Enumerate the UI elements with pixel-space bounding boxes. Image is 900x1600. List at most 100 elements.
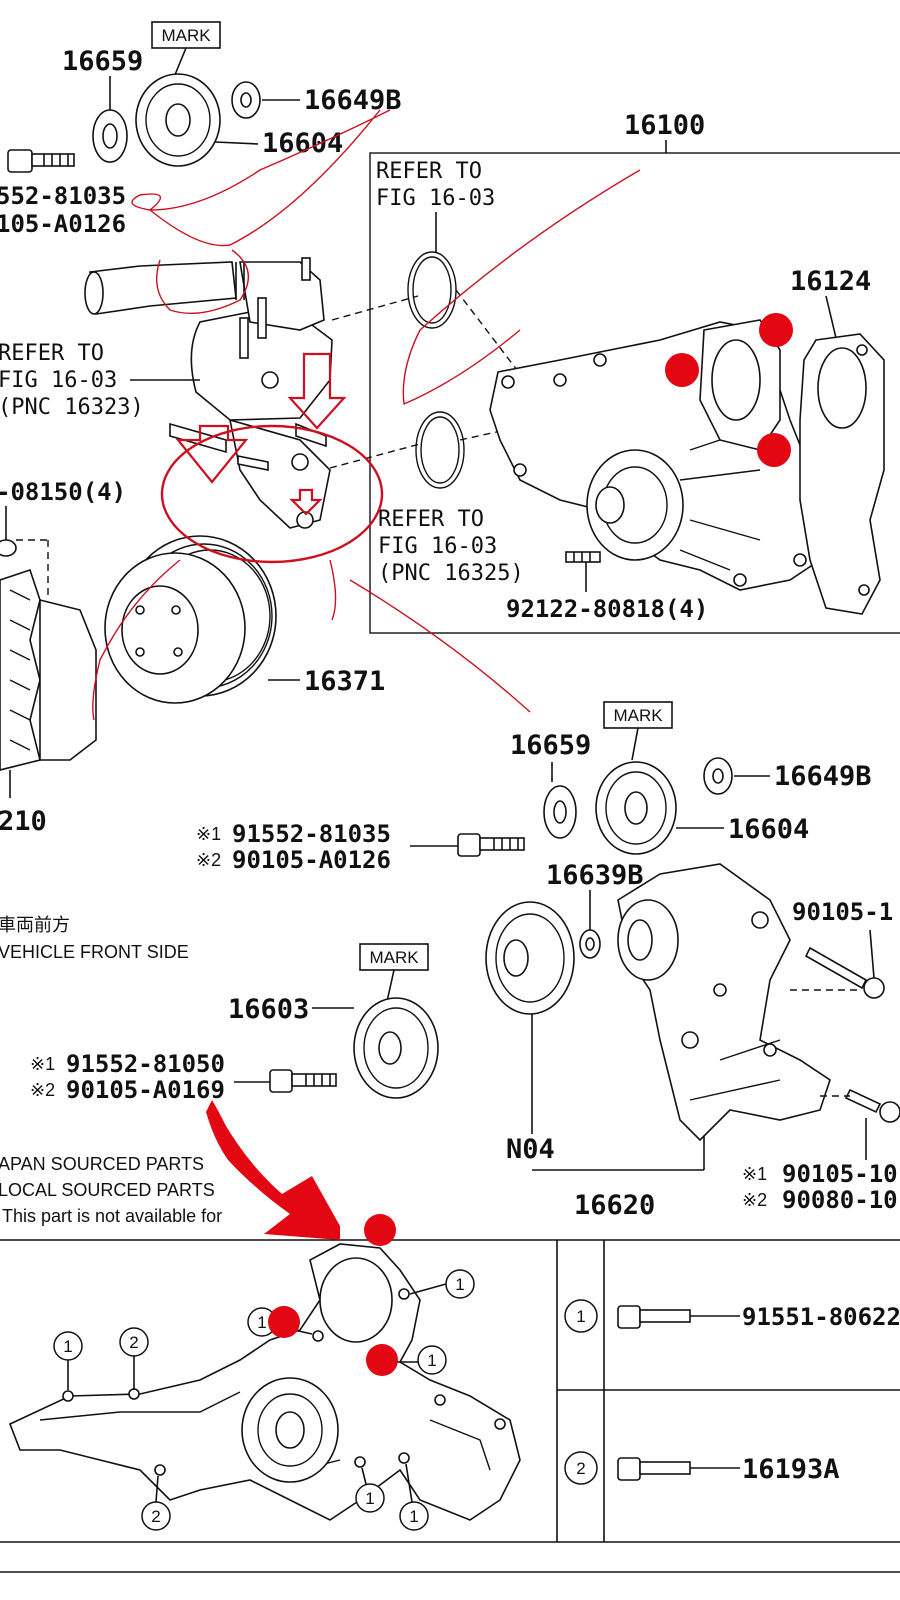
- bolt-top-left: [7, 149, 75, 173]
- part-label-210: 210: [0, 806, 47, 837]
- svg-text:1: 1: [257, 1313, 266, 1332]
- svg-text:2: 2: [129, 1333, 138, 1352]
- bolt-91551: [617, 1305, 691, 1329]
- table-part-16193a: 16193A: [742, 1454, 840, 1485]
- table-row: 1 91551-80622: [564, 1299, 900, 1333]
- washer-16659-top: [92, 109, 128, 163]
- part-label-16649b-mid: 16649B: [774, 761, 872, 792]
- water-pump-body: [489, 319, 831, 591]
- callout-1: 1: [53, 1331, 83, 1390]
- refer-left-line-3: (PNC 16323): [0, 395, 144, 420]
- nut-label-left: -08150(4): [0, 478, 126, 506]
- svg-text:2: 2: [151, 1507, 160, 1526]
- svg-text:1: 1: [63, 1337, 72, 1356]
- mark-label-mid: MARK: [603, 701, 673, 761]
- bolt-label-br-1: 90105-10: [782, 1160, 898, 1188]
- refer-left-line-1: REFER TO: [0, 341, 104, 366]
- part-label-16620: 16620: [574, 1190, 655, 1221]
- water-inlet-housing: [84, 257, 333, 529]
- red-big-arrow: [206, 1100, 340, 1240]
- ref1-br: ※1: [742, 1164, 767, 1184]
- red-circle-highlight: [160, 424, 384, 564]
- ref1-mid: ※1: [196, 824, 221, 844]
- svg-text:MARK: MARK: [161, 26, 211, 45]
- red-arrow-down-3: [289, 488, 323, 516]
- washer-16639b: [579, 929, 601, 959]
- mark-label-low: MARK: [359, 943, 429, 1007]
- red-handwritten-scribble: [92, 109, 641, 721]
- water-pump-gasket-outline: [8, 1243, 521, 1521]
- refer-1-line-1: REFER TO: [376, 159, 482, 184]
- svg-text:1: 1: [427, 1351, 436, 1370]
- part-label-16659-top: 16659: [62, 46, 143, 77]
- refer-1-line-2: FIG 16-03: [376, 186, 495, 211]
- svg-text:MARK: MARK: [369, 948, 419, 967]
- part-label-16604-mid: 16604: [728, 814, 809, 845]
- refer-2-line-3: (PNC 16325): [378, 561, 524, 586]
- bolt-label-top-1: 552-81035: [0, 182, 126, 210]
- nut-left: [0, 539, 17, 557]
- legend-not-available: This part is not available for: [2, 1206, 222, 1226]
- ref2-br: ※2: [742, 1190, 767, 1210]
- stud-92122: [565, 551, 601, 592]
- bolt-label-top-2: 105-A0126: [0, 210, 126, 238]
- callout-1: 1: [409, 1269, 475, 1299]
- part-label-16604-top: 16604: [262, 128, 343, 159]
- washer-16659-mid: [543, 785, 577, 839]
- svg-text:1: 1: [409, 1507, 418, 1526]
- ref2-mid: ※2: [196, 850, 221, 870]
- red-dot: [757, 433, 791, 467]
- svg-text:2: 2: [576, 1459, 585, 1478]
- idler-pulley-16604-mid: [595, 761, 677, 855]
- part-label-16659-mid: 16659: [510, 730, 591, 761]
- red-arrow-down-2: [175, 424, 249, 484]
- callout-2: 2: [119, 1327, 149, 1390]
- part-label-16639b: 16639B: [546, 860, 644, 891]
- idler-pulley-n04: [485, 901, 575, 1015]
- washer-16649b-top: [231, 81, 261, 119]
- part-label-16603: 16603: [228, 994, 309, 1025]
- bolt-mid: [457, 833, 525, 857]
- gasket-16124: [799, 333, 885, 615]
- part-label-16124: 16124: [790, 266, 871, 297]
- callout-2: 2: [141, 1475, 171, 1531]
- water-pump-assembly-box: [369, 152, 900, 634]
- o-ring-lower: [415, 411, 465, 489]
- bolt-label-mid-1: 91552-81035: [232, 820, 391, 848]
- red-dot: [366, 1344, 398, 1376]
- washer-16649b-mid: [703, 757, 733, 795]
- bolt-label-low-2: 90105-A0169: [66, 1076, 225, 1104]
- callout-1: 1: [355, 1467, 385, 1513]
- red-arrow-down-1: [287, 352, 347, 430]
- bolt-label-br-2: 90080-10: [782, 1186, 898, 1214]
- idler-pulley-16603: [353, 997, 439, 1099]
- bolt-right-bottom: [844, 1088, 900, 1123]
- vehicle-front-label: VEHICLE FRONT SIDE: [0, 942, 189, 962]
- bolt-16193a: [617, 1457, 691, 1481]
- idler-pulley-16604-top: [135, 73, 221, 167]
- svg-text:1: 1: [455, 1275, 464, 1294]
- bolt-label-mid-2: 90105-A0126: [232, 846, 391, 874]
- vehicle-front-jp: 車両前方: [0, 915, 70, 935]
- svg-text:1: 1: [576, 1307, 585, 1326]
- pulley-16371: [104, 535, 277, 704]
- part-label-16649b-top: 16649B: [304, 85, 402, 116]
- bolt-label-right-top: 90105-1: [792, 898, 893, 926]
- fan-clutch: [0, 568, 97, 771]
- ref2-low: ※2: [30, 1080, 55, 1100]
- legend-local-sourced: LOCAL SOURCED PARTS: [0, 1180, 215, 1200]
- red-dot: [665, 353, 699, 387]
- bolt-label-low-1: 91552-81050: [66, 1050, 225, 1078]
- refer-2-line-2: FIG 16-03: [378, 534, 497, 559]
- legend-japan-sourced: APAN SOURCED PARTS: [0, 1154, 204, 1174]
- mark-label-top: MARK: [151, 21, 221, 83]
- callout-1: 1: [399, 1463, 429, 1531]
- refer-2-line-1: REFER TO: [378, 507, 484, 532]
- part-label-n04: N04: [506, 1134, 555, 1165]
- part-label-16100: 16100: [624, 110, 705, 141]
- red-dot: [364, 1214, 396, 1246]
- ref1-low: ※1: [30, 1054, 55, 1074]
- table-part-91551: 91551-80622: [742, 1303, 900, 1331]
- o-ring-upper: [407, 251, 457, 329]
